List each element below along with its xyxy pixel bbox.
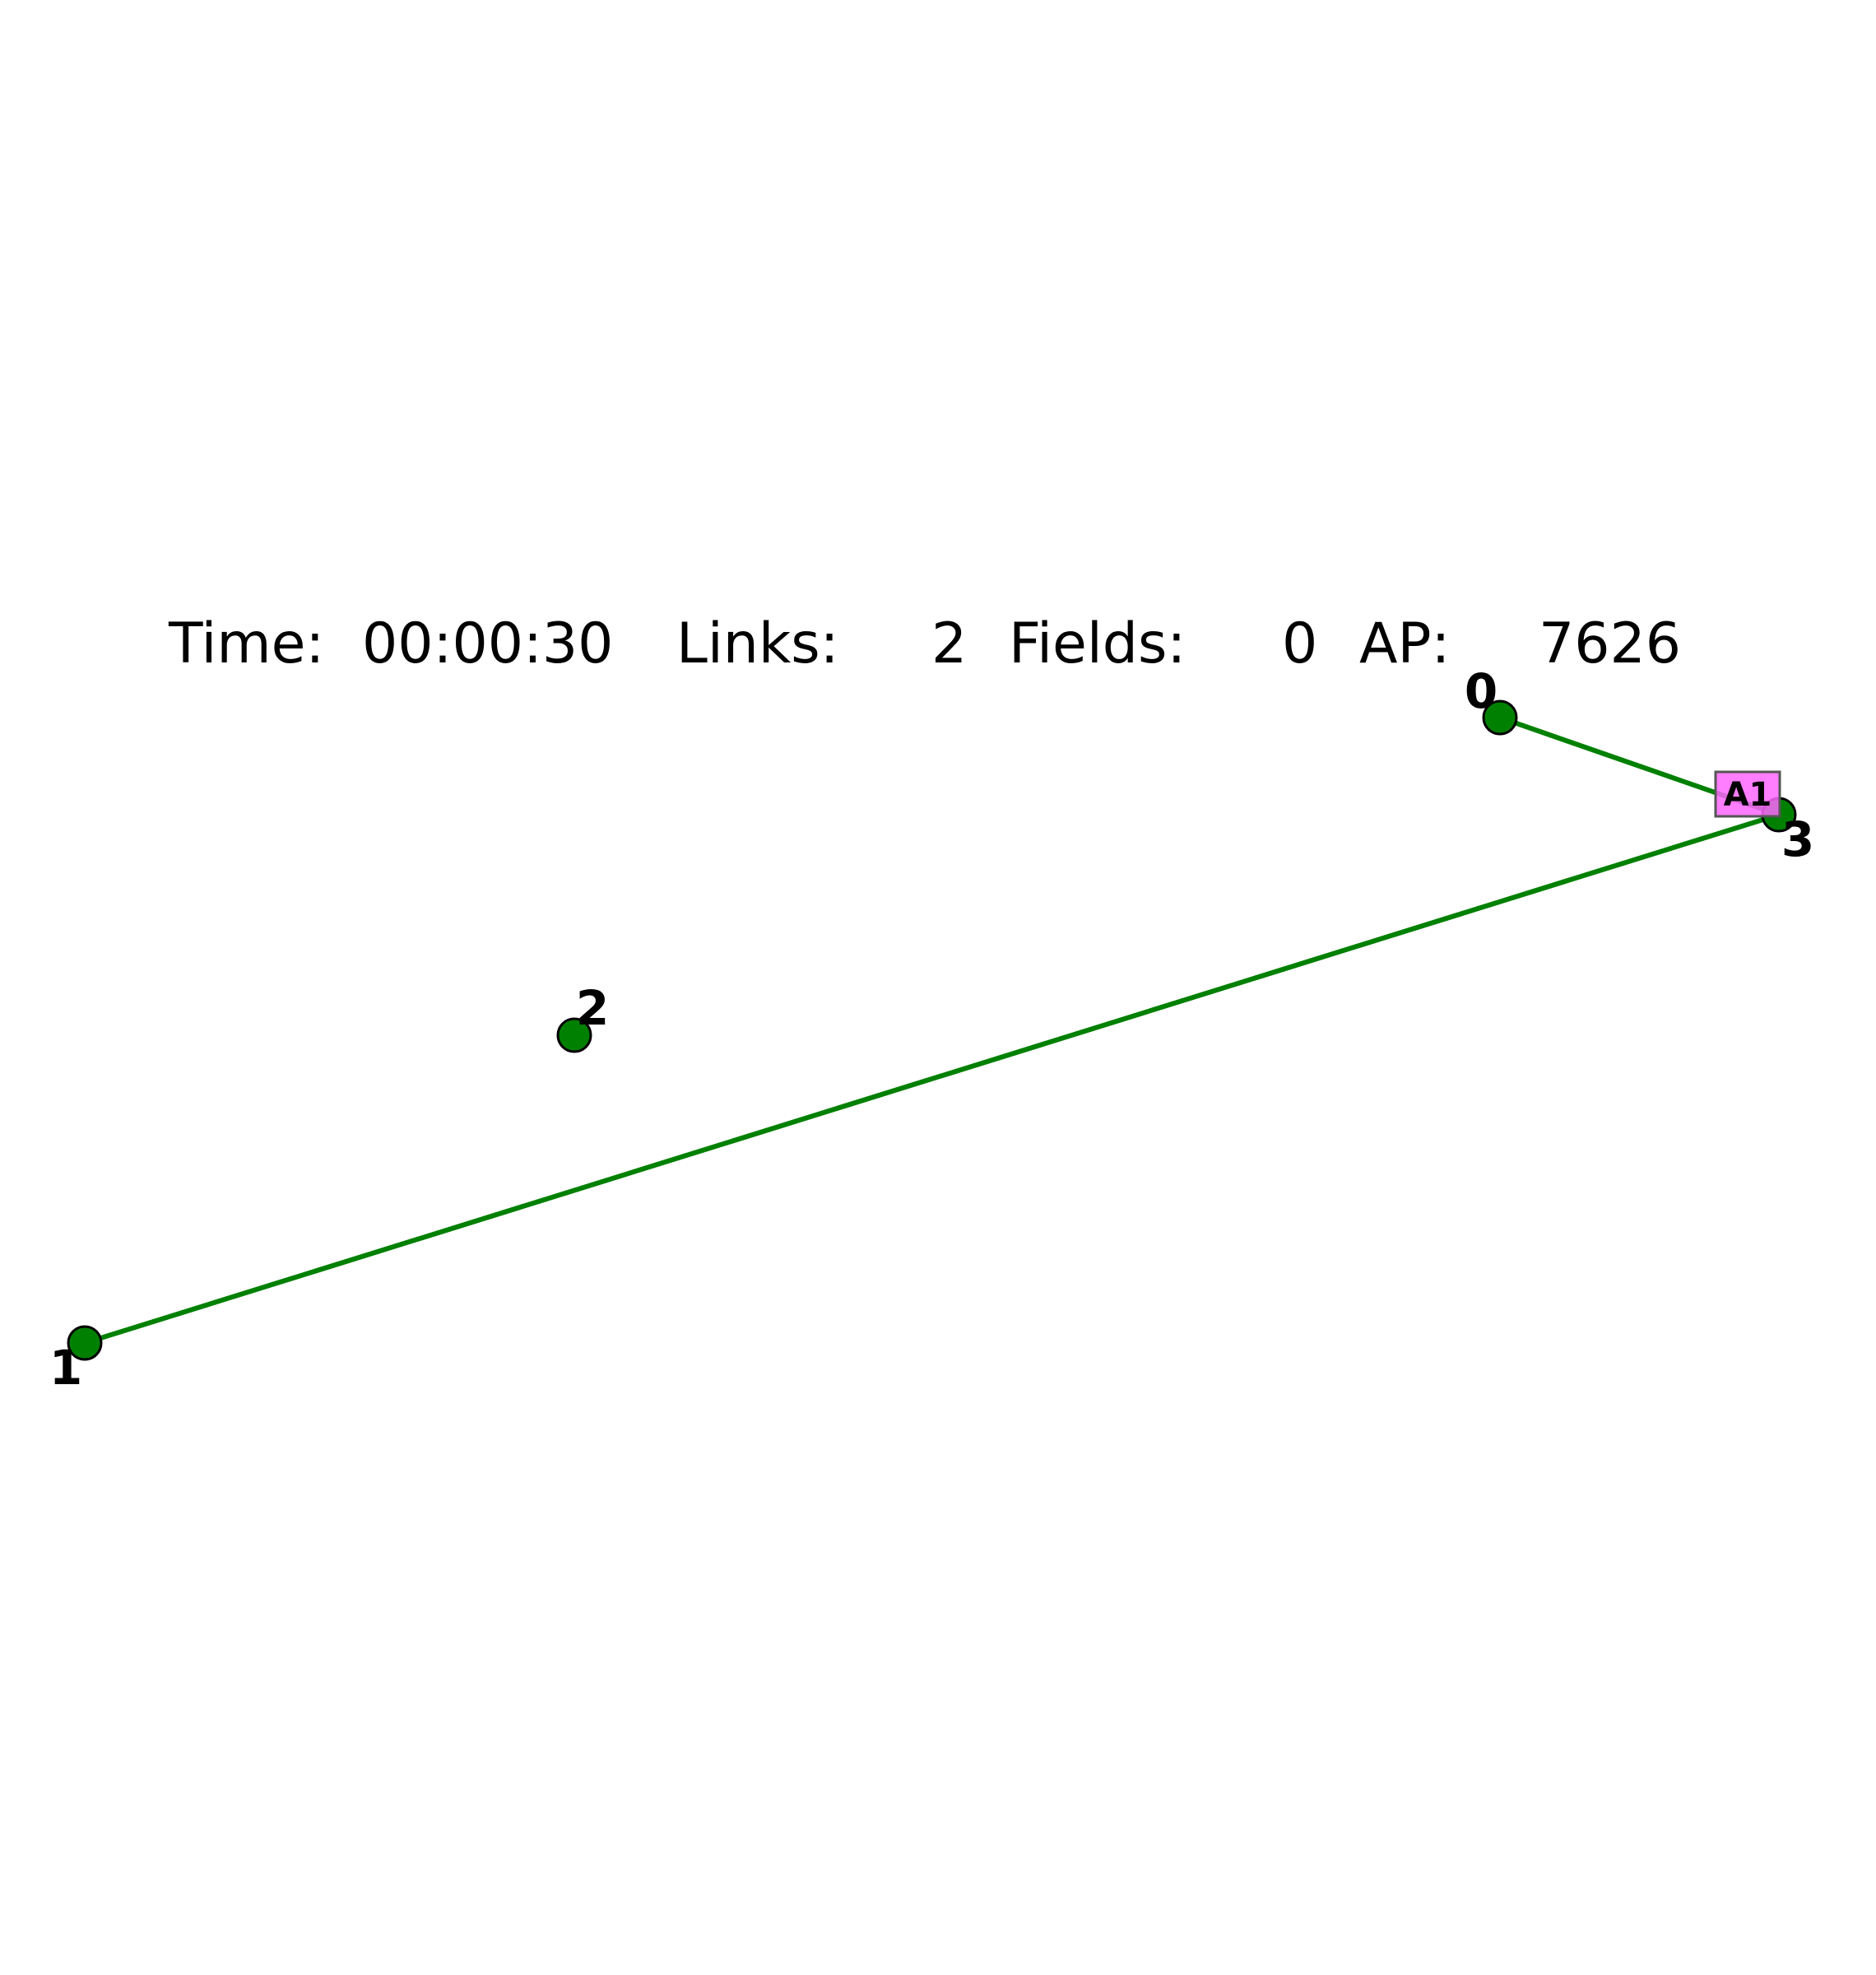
agent-marker-a1: A1 bbox=[1714, 770, 1781, 818]
portal-2: 2 bbox=[556, 980, 609, 1053]
portal-marker bbox=[556, 1017, 592, 1053]
portal-marker bbox=[1482, 699, 1518, 736]
portal-marker bbox=[67, 1325, 103, 1361]
agents-layer: A1 bbox=[1714, 770, 1781, 818]
time-label: Time: bbox=[168, 611, 324, 676]
links-label: Links: bbox=[676, 611, 839, 676]
link-3-1 bbox=[82, 812, 1781, 1345]
portal-label: 0 bbox=[1465, 663, 1498, 719]
status-line: Time: 00:00:30 Links: 2 Fields: 0 AP: 76… bbox=[168, 611, 1681, 676]
ap-label: AP: bbox=[1359, 611, 1450, 676]
portal-label: 2 bbox=[576, 980, 609, 1036]
portal-0: 0 bbox=[1465, 663, 1518, 736]
portal-label: 1 bbox=[49, 1340, 82, 1396]
agent-label: A1 bbox=[1724, 776, 1772, 814]
ap-value: 7626 bbox=[1539, 611, 1681, 676]
fields-label: Fields: bbox=[1009, 611, 1186, 676]
portals-layer: 0 1 2 3 bbox=[49, 663, 1814, 1396]
agent-box bbox=[1714, 770, 1781, 818]
portal-1: 1 bbox=[49, 1325, 103, 1396]
fields-value: 0 bbox=[1282, 611, 1317, 676]
portal-label: 3 bbox=[1781, 811, 1814, 867]
links-value: 2 bbox=[931, 611, 967, 676]
time-value: 00:00:30 bbox=[362, 611, 613, 676]
